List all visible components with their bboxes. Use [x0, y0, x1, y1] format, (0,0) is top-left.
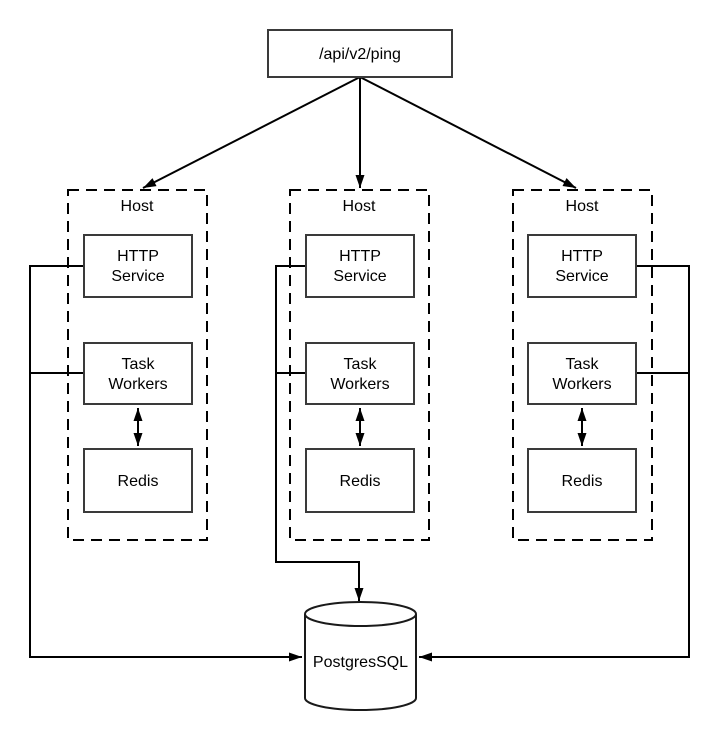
host-2-border: [289, 189, 430, 541]
host-3-task-workers-box: [527, 342, 637, 405]
host-2-http-service-label-line2: Service: [333, 268, 386, 285]
database-group: PostgresSQL: [304, 601, 417, 711]
host-1-http-service-label-line2: Service: [111, 268, 164, 285]
api-endpoint-box: [267, 29, 453, 78]
host-1-redis-label: Redis: [118, 473, 159, 490]
line-host-2-http-to-db: [275, 265, 364, 601]
host-3-label: Host: [566, 198, 599, 215]
host-3-http-service-label-line2: Service: [555, 268, 608, 285]
database-cylinder-body: [304, 614, 417, 711]
host-3-task-workers-label-line1: Task: [566, 356, 600, 373]
api-endpoint-group: /api/v2/ping: [267, 29, 453, 78]
arrow-api-to-host-3: [359, 76, 577, 189]
arrow-api-to-host-1: [142, 76, 361, 189]
host-3-redis-box: [527, 448, 637, 513]
host-1-task-workers-label-line2: Workers: [108, 376, 167, 393]
host-2-task-workers-label-line1: Task: [344, 356, 378, 373]
host-1-http-service-label-line1: HTTP: [117, 248, 159, 265]
host-1-task-workers-label-line1: Task: [122, 356, 156, 373]
database-label: PostgresSQL: [313, 654, 408, 671]
host-1-group: Host HTTP Service Task Workers Redis: [67, 189, 208, 541]
line-host-3-http-to-db: [419, 265, 690, 662]
host-2-http-service-box: [305, 234, 415, 298]
host-2-task-workers-label-line2: Workers: [330, 376, 389, 393]
host-2-group: Host HTTP Service Task Workers Redis: [289, 189, 430, 541]
host-2-redis-box: [305, 448, 415, 513]
database-cylinder-top: [304, 601, 417, 627]
host-3-http-service-label-line1: HTTP: [561, 248, 603, 265]
host-2-http-service-label-line1: HTTP: [339, 248, 381, 265]
line-host-1-http-to-db: [29, 265, 302, 662]
api-endpoint-label: /api/v2/ping: [319, 46, 401, 63]
host-3-http-service-box: [527, 234, 637, 298]
host-3-redis-label: Redis: [562, 473, 603, 490]
host-1-label: Host: [121, 198, 154, 215]
host-2-task-workers-box: [305, 342, 415, 405]
host-3-group: Host HTTP Service Task Workers Redis: [512, 189, 653, 541]
host-1-border: [67, 189, 208, 541]
host-1-task-workers-box: [83, 342, 193, 405]
host-2-redis-label: Redis: [340, 473, 381, 490]
host-3-border: [512, 189, 653, 541]
host-1-redis-box: [83, 448, 193, 513]
host-1-http-service-box: [83, 234, 193, 298]
host-3-task-workers-label-line2: Workers: [552, 376, 611, 393]
host-2-label: Host: [343, 198, 376, 215]
